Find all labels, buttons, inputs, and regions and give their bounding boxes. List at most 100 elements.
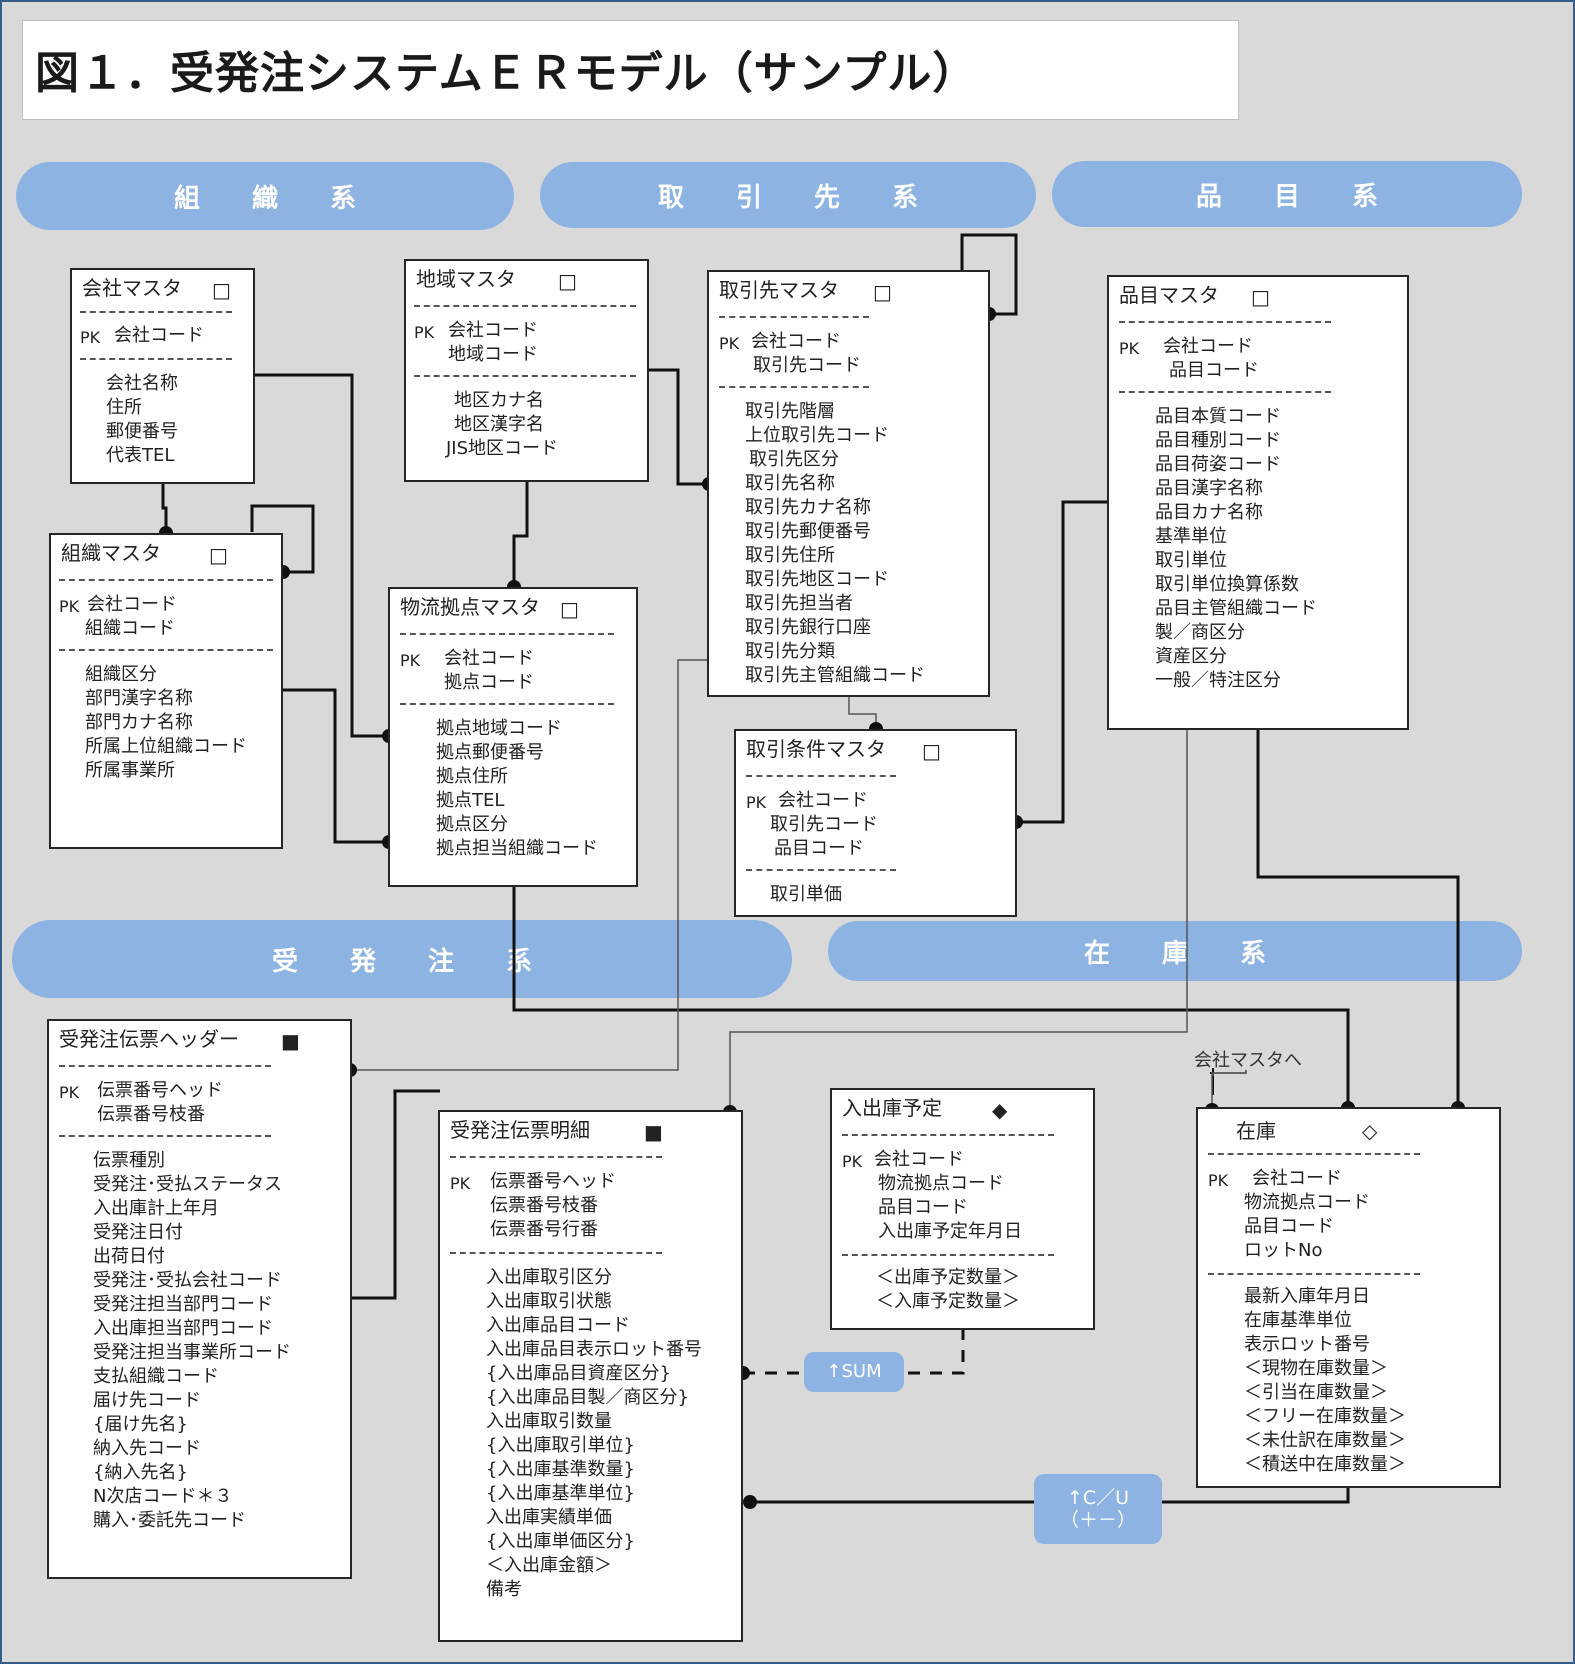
- attr-field: 会社名称: [106, 373, 178, 394]
- pk-label: PK: [1208, 1171, 1229, 1190]
- attr-field: 納入先コード: [93, 1438, 201, 1459]
- entity-partner-name: 取引先マスタ: [719, 278, 839, 302]
- attr-field: {入出庫品目資産区分}: [486, 1363, 671, 1384]
- attr-field: 備考: [486, 1579, 522, 1600]
- attr-field: 基準単位: [1155, 526, 1227, 547]
- category-org: 組織系: [16, 162, 514, 230]
- attr-field: 取引単位換算係数: [1155, 574, 1299, 595]
- separator: [450, 1156, 662, 1158]
- separator: [842, 1134, 1054, 1136]
- dot-detail-stock: [743, 1495, 757, 1509]
- pk-label: PK: [59, 1083, 80, 1102]
- key-field: 拠点コード: [444, 672, 534, 693]
- entity-partner: 取引先マスタ □ PK 会社コード 取引先コード 取引先階層 上位取引先コード …: [707, 270, 990, 697]
- key-field: 会社コード: [874, 1149, 964, 1170]
- key-field: 入出庫予定年月日: [878, 1221, 1022, 1242]
- attr-field: 取引先区分: [749, 449, 839, 470]
- attr-field: 入出庫取引区分: [486, 1267, 612, 1288]
- entity-region-name: 地域マスタ: [416, 267, 516, 291]
- attr-field: 取引先住所: [745, 545, 835, 566]
- pk-label: PK: [450, 1174, 471, 1193]
- attr-field: {入出庫基準数量}: [486, 1459, 635, 1480]
- category-stock: 在庫系: [828, 921, 1522, 981]
- pk-label: PK: [719, 334, 740, 353]
- attr-field: 取引先担当者: [745, 593, 853, 614]
- attr-field: 受発注担当部門コード: [93, 1294, 273, 1315]
- attr-field: 地区カナ名: [454, 390, 544, 411]
- line-region-logistics: [512, 482, 529, 587]
- attr-field: 拠点区分: [436, 814, 508, 835]
- line-item-detail: [729, 730, 1188, 1112]
- attr-field: 取引先カナ名称: [745, 497, 871, 518]
- category-order: 受発注系: [12, 920, 792, 998]
- attr-field: 最新入庫年月日: [1244, 1286, 1370, 1307]
- attr-field: 入出庫品目表示ロット番号: [486, 1339, 702, 1360]
- category-item: 品目系: [1052, 161, 1522, 227]
- attr-field: 地区漢字名: [454, 414, 544, 435]
- entity-order-detail-name: 受発注伝票明細: [450, 1118, 590, 1142]
- attr-field: 取引単位: [1155, 550, 1227, 571]
- attr-field: 届け先コード: [93, 1390, 201, 1411]
- attr-field: 取引先主管組織コード: [745, 665, 925, 686]
- separator: [719, 316, 869, 318]
- attr-field: 代表TEL: [106, 445, 175, 466]
- attr-field: 受発注･受払ステータス: [93, 1174, 282, 1195]
- line-org-logistics: [282, 688, 389, 844]
- attr-field: {入出庫基準単位}: [486, 1483, 635, 1504]
- key-field: 会社コード: [751, 331, 841, 352]
- key-field: 会社コード: [778, 790, 868, 811]
- attr-field: 住所: [106, 397, 142, 418]
- entity-terms-name: 取引条件マスタ: [746, 737, 886, 761]
- entity-order-header: 受発注伝票ヘッダー ■ PK 伝票番号ヘッド 伝票番号枝番 伝票種別 受発注･受…: [47, 1019, 352, 1579]
- key-field: 品目コード: [1244, 1216, 1334, 1237]
- entity-org: 組織マスタ □ PK 会社コード 組織コード 組織区分 部門漢字名称 部門カナ名…: [49, 533, 283, 849]
- line-company-ref2: [1211, 1070, 1247, 1110]
- attr-field: 在庫基準単位: [1244, 1310, 1352, 1331]
- entity-logistics-mark: □: [560, 597, 579, 621]
- line-partner-header: [350, 659, 708, 1071]
- attr-field: {届け先名}: [93, 1414, 188, 1435]
- entity-company-mark: □: [212, 278, 231, 302]
- entity-org-mark: □: [209, 543, 228, 567]
- entity-schedule-mark: ◆: [992, 1098, 1008, 1122]
- attr-field: {入出庫単価区分}: [486, 1531, 635, 1552]
- line-stock-detail: [750, 1487, 1350, 1504]
- to-company-note: 会社マスタへ: [1194, 1050, 1302, 1071]
- separator: [80, 311, 232, 313]
- attr-field: 取引単価: [770, 884, 842, 905]
- attr-field: 品目カナ名称: [1155, 502, 1263, 523]
- entity-order-detail-mark: ■: [644, 1120, 663, 1144]
- line-item-terms: [1016, 500, 1108, 824]
- attr-field: 取引先郵便番号: [745, 521, 871, 542]
- separator: [450, 1252, 662, 1254]
- key-field: 伝票番号枝番: [97, 1104, 205, 1125]
- entity-terms-mark: □: [922, 739, 941, 763]
- separator: [1119, 391, 1331, 393]
- separator: [59, 649, 273, 651]
- key-field: 伝票番号ヘッド: [97, 1080, 223, 1101]
- entity-item-name: 品目マスタ: [1119, 283, 1219, 307]
- pk-label: PK: [842, 1152, 863, 1171]
- attr-field: N次店コード＊３: [93, 1486, 233, 1507]
- line-company-logistics: [253, 373, 389, 738]
- attr-field: 取引先銀行口座: [745, 617, 871, 638]
- sum-tag: ↑SUM: [804, 1352, 904, 1392]
- cu-tag: ↑C／U （＋－）: [1034, 1474, 1162, 1544]
- attr-field: 郵便番号: [106, 421, 178, 442]
- pk-label: PK: [400, 651, 421, 670]
- attr-field: 品目主管組織コード: [1155, 598, 1317, 619]
- entity-item-mark: □: [1251, 285, 1270, 309]
- attr-field: 入出庫品目コード: [486, 1315, 630, 1336]
- attr-field: 表示ロット番号: [1244, 1334, 1370, 1355]
- attr-field: 受発注日付: [93, 1222, 183, 1243]
- attr-field: 拠点郵便番号: [436, 742, 544, 763]
- attr-field: 入出庫取引数量: [486, 1411, 612, 1432]
- attr-field: 購入･委託先コード: [93, 1510, 246, 1531]
- pk-label: PK: [1119, 339, 1140, 358]
- key-field: 取引先コード: [753, 355, 861, 376]
- pk-label: PK: [746, 793, 767, 812]
- attr-field: ＜入庫予定数量＞: [876, 1291, 1020, 1312]
- attr-field: 品目種別コード: [1155, 430, 1281, 451]
- separator: [414, 305, 636, 307]
